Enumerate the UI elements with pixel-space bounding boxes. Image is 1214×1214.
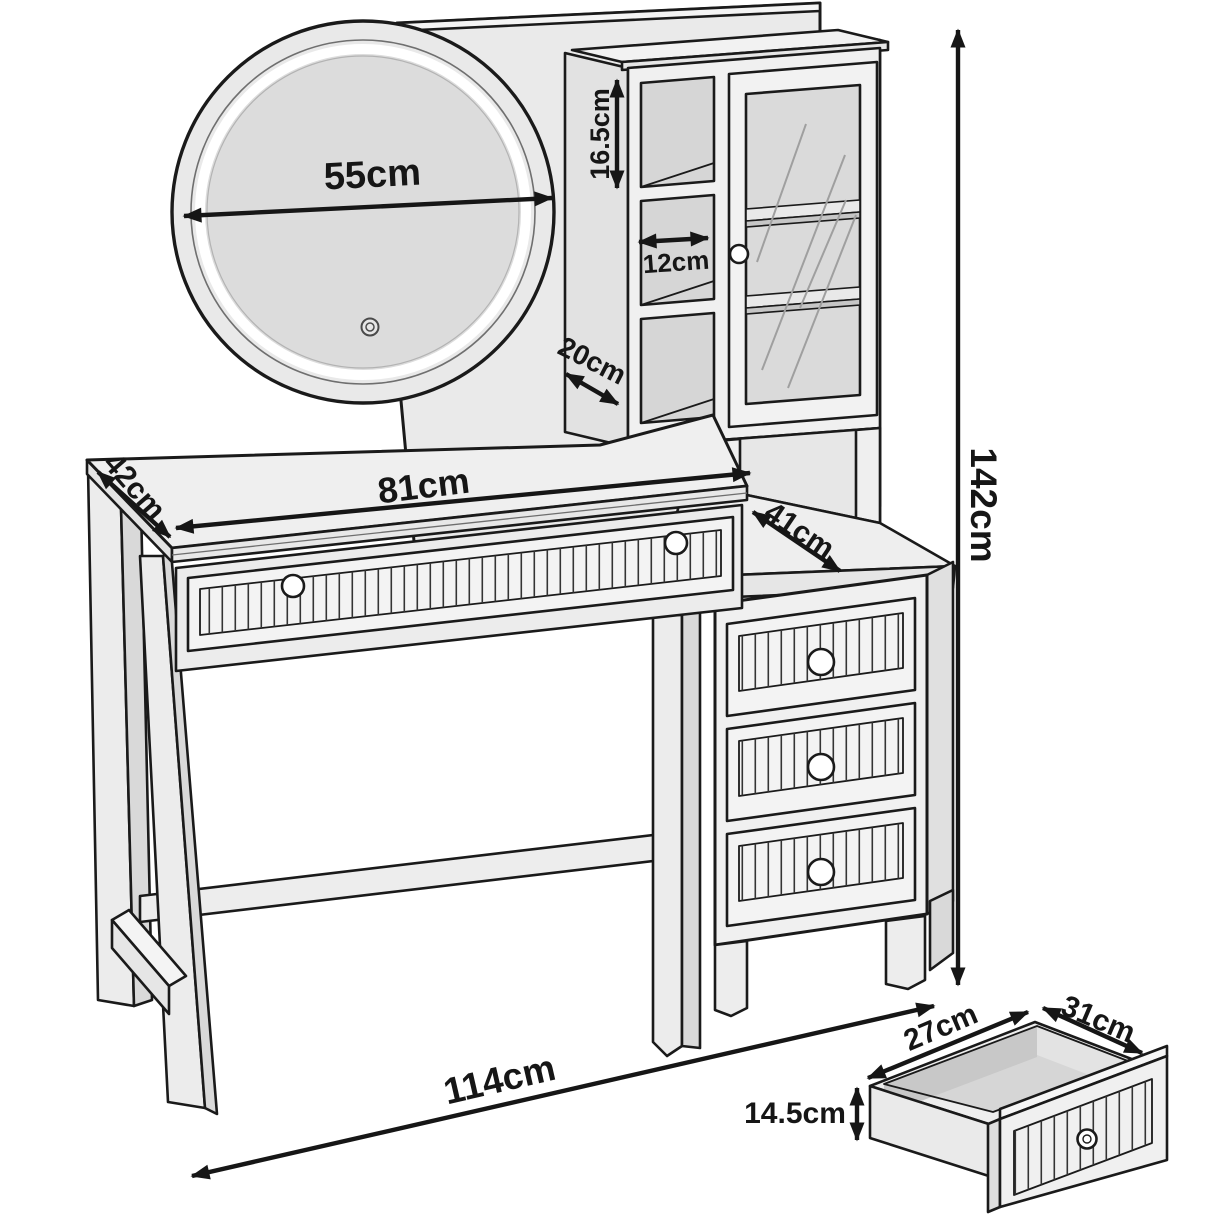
side-table-depth-arrow: [751, 510, 842, 573]
dim-overall-height: 142cm: [950, 28, 1004, 987]
drawer-knob: [806, 752, 836, 782]
pedestal-drawer-1: [725, 596, 917, 718]
open-shelf-3: [639, 311, 716, 425]
dim-mirror-diameter: 55cm: [182, 152, 554, 223]
nook-right-post: [854, 426, 882, 525]
desk-right-leg: [651, 613, 684, 1058]
pedestal-rear-foot: [928, 888, 955, 972]
drawer-knob: [663, 530, 689, 556]
drawer-knob: [1076, 1128, 1098, 1150]
dim-overall-width: 114cm: [190, 1002, 936, 1180]
drawer-width-arrow: [1041, 1005, 1144, 1056]
desktop-depth-arrow: [96, 470, 172, 539]
drawer-pedestal: [713, 560, 955, 1018]
dim-shelf-width: 12cm: [637, 231, 710, 280]
drawer-knob: [806, 857, 836, 887]
shelf-height-label: 16.5cm: [585, 88, 615, 180]
overall-height-label: 142cm: [963, 447, 1004, 562]
overall-width-label: 114cm: [440, 1047, 559, 1112]
open-shelf-1: [639, 75, 716, 189]
overall-width-arrow: [190, 1002, 936, 1180]
drawer-knob: [280, 573, 306, 599]
pedestal-side: [925, 560, 955, 916]
wall-cabinet: [563, 28, 890, 449]
desk-drawer: [186, 515, 735, 653]
door-knob: [728, 243, 750, 265]
pedestal-drawer-2: [725, 701, 917, 823]
drawer-depth-arrow: [866, 1009, 1030, 1081]
desk: [85, 413, 749, 1116]
open-shelf-2: [639, 193, 716, 307]
shelf-width-label: 12cm: [642, 245, 710, 280]
drawer-knob: [806, 647, 836, 677]
glass-door: [727, 60, 879, 429]
drawer-front-panel: [998, 1054, 1169, 1209]
pedestal-right-foot: [884, 914, 927, 991]
dimension-annotations: 55cm 16.5cm 12cm 20cm 42cm 81cm 41cm 14: [96, 28, 1144, 1180]
dim-shelf-height: 16.5cm: [585, 78, 625, 190]
desk-rear-stretcher: [138, 828, 697, 924]
drawer-height-label: 14.5cm: [744, 1097, 846, 1130]
dim-drawer-height: 14.5cm: [744, 1086, 865, 1142]
desktop-width-arrow: [174, 467, 752, 534]
dim-desktop-width: 81cm: [174, 460, 752, 534]
mirror-diameter-arrow: [182, 191, 554, 223]
pedestal-left-foot: [713, 939, 749, 1018]
pedestal-drawer-3: [725, 806, 917, 928]
cabinet-depth-arrow: [564, 372, 620, 406]
shelf-width-arrow: [637, 231, 710, 249]
mirror-diameter-label: 55cm: [323, 152, 422, 199]
touch-sensor-icon: [360, 317, 380, 337]
